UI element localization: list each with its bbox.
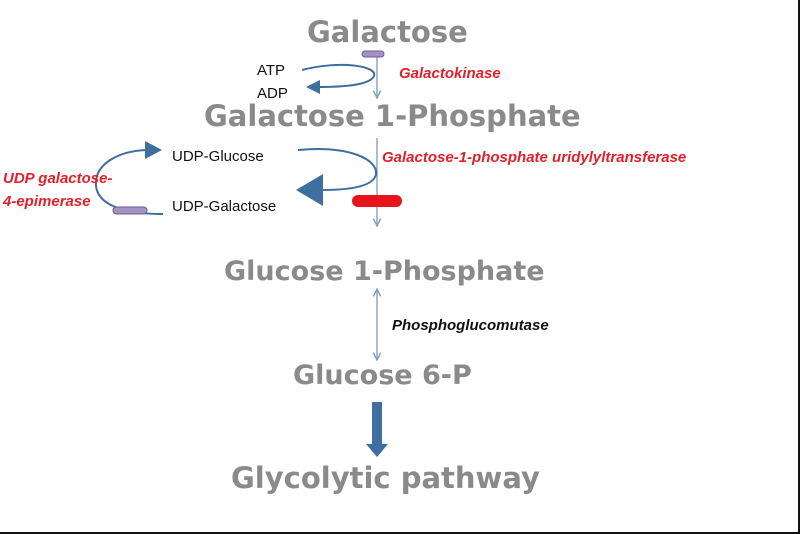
galactokinase-enzyme-pill xyxy=(361,50,385,58)
metabolite-galactose: Galactose xyxy=(307,15,468,49)
enzyme-galactokinase: Galactokinase xyxy=(399,65,501,82)
enzyme-epimerase-line1: UDP galactose- xyxy=(3,170,113,187)
arrow-glc6p-to-glycolysis xyxy=(366,402,388,457)
cofactor-atp: ATP xyxy=(257,62,286,79)
metabolite-glucose-1-phosphate: Glucose 1-Phosphate xyxy=(224,256,545,287)
enzyme-epimerase-line2: 4-epimerase xyxy=(3,193,91,210)
metabolite-galactose-1-phosphate: Galactose 1-Phosphate xyxy=(204,99,581,133)
metabolite-glucose-6-p: Glucose 6-P xyxy=(293,360,472,391)
galt-deficiency-block xyxy=(352,195,402,207)
cofactor-udp-glucose: UDP-Glucose xyxy=(172,148,264,165)
cofactor-udp-galactose: UDP-Galactose xyxy=(172,198,277,215)
udp-glucose-to-udp-galactose-curve-arrow xyxy=(296,148,378,206)
atp-adp-curve-arrow xyxy=(301,63,376,94)
glycolytic-pathway-label: Glycolytic pathway xyxy=(231,461,540,495)
enzyme-galt: Galactose-1-phosphate uridylyltransferas… xyxy=(382,149,687,166)
cofactor-adp: ADP xyxy=(257,85,288,102)
epimerase-enzyme-pill xyxy=(112,206,148,215)
enzyme-phosphoglucomutase: Phosphoglucomutase xyxy=(392,317,549,334)
